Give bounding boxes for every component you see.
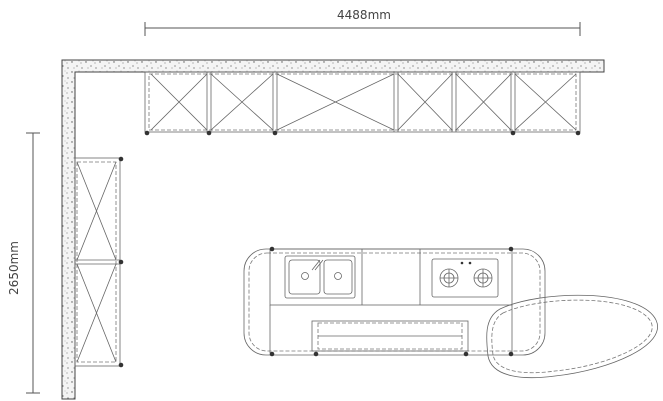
wall-section [61, 59, 605, 400]
side-cabinet-outline [74, 157, 121, 367]
top-wall-cabinets [144, 71, 581, 136]
two-burner-hob-icon [431, 258, 499, 298]
side-cabinet-inner-dash [76, 161, 117, 363]
depth-dimension-label: 2650mm [7, 241, 21, 295]
double-sink-icon [284, 255, 356, 299]
l-shaped-wall [61, 59, 605, 400]
kitchen-island [243, 246, 546, 357]
top-cabinet-inner-dash [148, 73, 577, 131]
island-counter [269, 248, 513, 306]
table-outline [486, 294, 658, 379]
island-base-cabinet [311, 320, 469, 352]
width-dimension-label: 4488mm [337, 8, 391, 22]
side-wall-cabinets [74, 156, 124, 368]
organic-dining-table [486, 294, 658, 379]
top-cabinet-outline [144, 71, 581, 133]
table-inner-dash [491, 299, 653, 374]
depth-dimension: 2650mm [7, 132, 40, 394]
width-dimension: 4488mm [144, 8, 581, 36]
